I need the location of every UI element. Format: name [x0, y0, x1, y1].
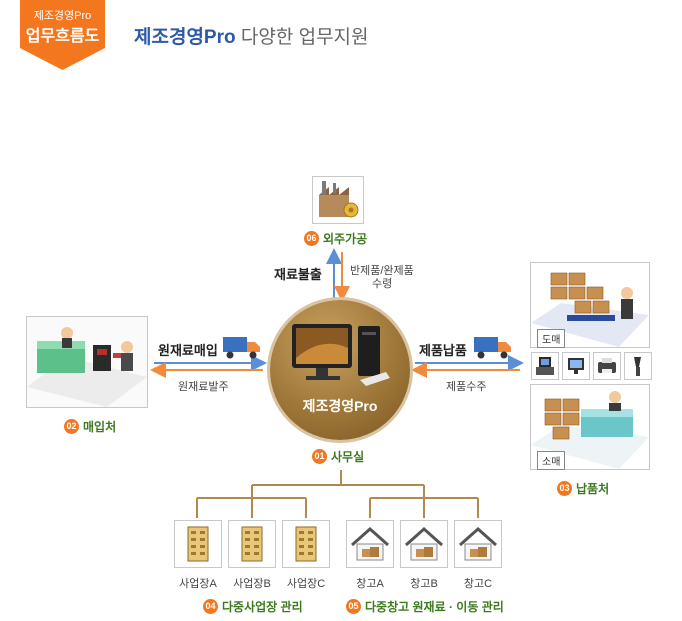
node-multi-warehouse: 05 다중창고 원재료 · 이동 관리	[346, 598, 504, 615]
device-row	[531, 352, 652, 380]
retail-tag: 소매	[537, 451, 566, 470]
building-icon	[241, 526, 263, 562]
truck-icon-right	[474, 337, 511, 359]
flow-semi-finished: 반제품/완제품	[350, 265, 414, 277]
tree-lines	[196, 470, 479, 518]
computer-icon	[292, 324, 390, 386]
wholesale-scene-icon	[531, 272, 649, 347]
office-num: 01	[312, 449, 327, 464]
page-title-accent: 제조경영Pro	[134, 27, 236, 48]
flow-raw-purchase: 원재료매입	[158, 343, 218, 358]
warehouse-c-label: 창고C	[463, 578, 493, 590]
warehouse-c-box	[454, 520, 502, 568]
monitor-icon	[562, 352, 590, 380]
multi-site-label: 다중사업장 관리	[222, 600, 303, 614]
badge-shape	[20, 0, 105, 70]
warehouse-b-box	[400, 520, 448, 568]
flow-material-out: 재료불출	[274, 267, 322, 282]
delivery-label: 납품처	[576, 482, 610, 496]
office-label: 사무실	[331, 450, 365, 464]
site-c-label: 사업장C	[286, 578, 326, 590]
node-outsourcing: 06 외주가공	[304, 230, 367, 247]
barcode-scanner-icon	[624, 352, 652, 380]
node-purchase: 02 매입처	[64, 418, 116, 435]
node-delivery: 03 납품처	[557, 480, 609, 497]
site-c-box	[282, 520, 330, 568]
warehouse-a-label: 창고A	[356, 578, 384, 590]
flow-receive: 수령	[372, 278, 393, 290]
header-badge: 제조경영Pro 업무흐름도	[20, 0, 105, 70]
building-icon	[295, 526, 317, 562]
factory-icon	[319, 181, 359, 218]
multi-site-num: 04	[203, 599, 218, 614]
site-a-box	[174, 520, 222, 568]
flow-product-order: 제품수주	[446, 381, 487, 393]
purchase-label: 매입처	[83, 420, 117, 434]
delivery-num: 03	[557, 481, 572, 496]
printer-icon	[593, 352, 621, 380]
wholesale-tag: 도매	[537, 329, 566, 348]
center-label: 제조경영Pro	[302, 398, 378, 414]
node-multi-site: 04 다중사업장 관리	[203, 598, 303, 615]
purchase-box	[26, 316, 148, 408]
site-a-label: 사업장A	[179, 578, 217, 590]
truck-icon-left	[223, 337, 260, 359]
warehouse-icon	[405, 526, 443, 561]
warehouse-icon	[459, 526, 497, 561]
node-office: 01 사무실	[312, 448, 364, 465]
outsourcing-box	[312, 176, 364, 224]
center-node: 제조경영Pro	[270, 300, 410, 440]
site-b-box	[228, 520, 276, 568]
flow-raw-order: 원재료발주	[178, 381, 229, 393]
building-icon	[187, 526, 209, 562]
warehouse-b-label: 창고B	[410, 578, 438, 590]
multi-warehouse-label: 다중창고 원재료 · 이동 관리	[365, 600, 504, 614]
outsourcing-label: 외주가공	[323, 232, 368, 246]
purchase-scene-icon	[27, 327, 147, 407]
warehouse-a-box	[346, 520, 394, 568]
badge-line1: 제조경영Pro	[33, 10, 92, 22]
page-title: 제조경영Pro 다양한 업무지원	[134, 22, 369, 49]
wholesale-box: 도매	[530, 262, 650, 348]
site-b-label: 사업장B	[233, 578, 271, 590]
retail-scene-icon	[531, 391, 649, 469]
warehouse-icon	[351, 526, 389, 561]
multi-warehouse-num: 05	[346, 599, 361, 614]
badge-line2: 업무흐름도	[25, 28, 100, 45]
pos-device-icon	[531, 352, 559, 380]
page-title-rest: 다양한 업무지원	[235, 27, 369, 48]
flow-product-delivery: 제품납품	[419, 343, 467, 358]
purchase-num: 02	[64, 419, 79, 434]
outsourcing-num: 06	[304, 231, 319, 246]
retail-box: 소매	[530, 384, 650, 470]
